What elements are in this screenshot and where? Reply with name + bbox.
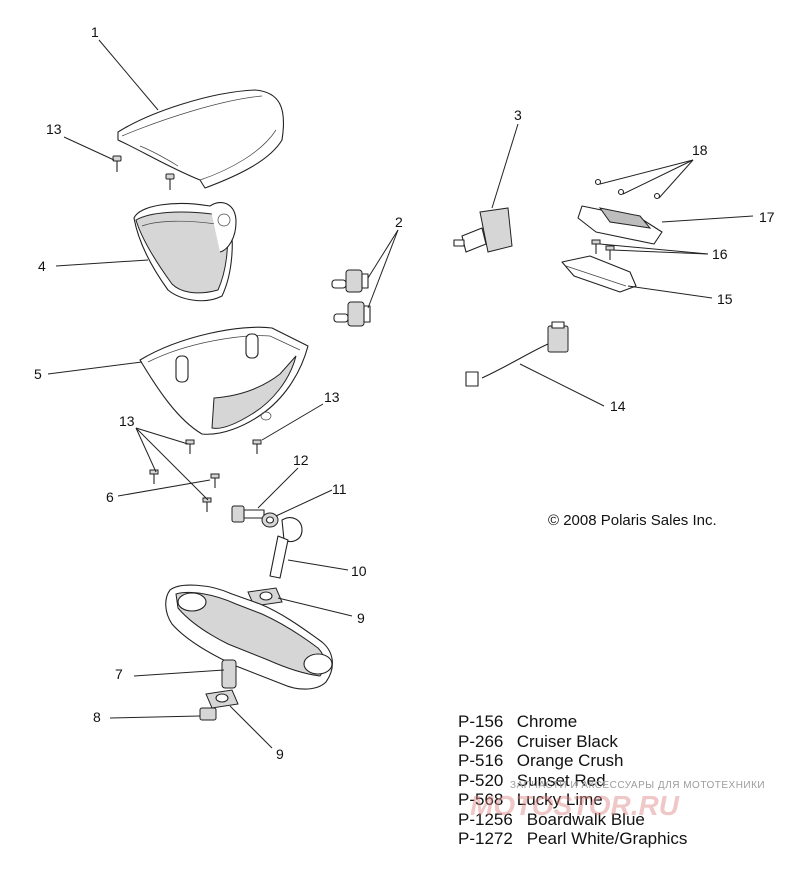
part-13-screw-shroud-left: [185, 439, 195, 454]
callout-13-top: 13: [46, 121, 62, 137]
callout-12: 12: [293, 452, 309, 468]
part-13-screw-top-left: [112, 155, 122, 172]
callout-2: 2: [395, 214, 403, 230]
color-name: Lucky Lime: [516, 790, 603, 809]
callout-13-left: 13: [119, 413, 135, 429]
part-9-grommet-lower: [205, 689, 239, 709]
color-item: P-516 Orange Crush: [458, 751, 687, 771]
part-3-socket: [453, 207, 513, 253]
callout-15: 15: [717, 291, 733, 307]
callout-6: 6: [106, 489, 114, 505]
color-code: P-156: [458, 712, 504, 731]
triple-clamp: [165, 584, 333, 690]
part-7-sleeve: [221, 659, 237, 689]
part-6-screw-upper: [210, 473, 220, 488]
part-12-bolt: [231, 505, 265, 523]
callout-8: 8: [93, 709, 101, 725]
color-code: P-1272: [458, 829, 513, 848]
part-2-bulb-lower: [333, 301, 371, 327]
part-15-lower-bracket: [561, 255, 637, 293]
color-code: P-520: [458, 770, 504, 790]
part-11-bushing: [261, 512, 279, 528]
part-1-visor: [117, 89, 285, 189]
color-code: P-568: [458, 790, 504, 809]
part-4-headlight-housing: [133, 202, 237, 302]
color-name: Boardwalk Blue: [526, 809, 645, 829]
color-name: Pearl White/Graphics: [526, 829, 688, 848]
callout-16: 16: [712, 246, 728, 262]
color-name: Cruiser Black: [516, 731, 618, 751]
callout-4: 4: [38, 258, 46, 274]
part-9-grommet-upper: [247, 587, 283, 607]
part-14-harness: [465, 321, 569, 387]
callout-9-upper: 9: [357, 610, 365, 626]
part-6-screw-lower: [202, 497, 212, 512]
callout-5: 5: [34, 366, 42, 382]
callout-3: 3: [514, 107, 522, 123]
callout-14: 14: [610, 398, 626, 414]
part-8-nut: [199, 707, 217, 721]
color-name: Chrome: [516, 712, 578, 731]
callout-10: 10: [351, 563, 367, 579]
callout-1: 1: [91, 24, 99, 40]
part-18-screws: [594, 178, 661, 200]
color-item: P-266 Cruiser Black: [458, 732, 687, 752]
color-code: P-266: [458, 731, 504, 751]
color-item: P-1272 Pearl White/Graphics: [458, 829, 687, 849]
callout-11: 11: [332, 481, 347, 497]
color-item: P-520 Sunset Red: [458, 771, 687, 791]
paint-color-list: P-156 Chrome P-266 Cruiser Black P-516 O…: [458, 712, 687, 849]
color-code: P-1256: [458, 809, 513, 829]
color-item: P-568 Lucky Lime: [458, 790, 687, 810]
leader-lines: [47, 39, 754, 749]
color-code: P-516: [458, 751, 504, 770]
color-item: P-1256 Boardwalk Blue: [458, 810, 687, 830]
callout-labels: 1 13 4 2 3 18 17 16 15 5 14 13 13 6 12 1…: [34, 24, 775, 762]
callout-18: 18: [692, 142, 708, 158]
color-item: P-156 Chrome: [458, 712, 687, 732]
callout-7: 7: [115, 666, 123, 682]
part-2-bulb-upper: [331, 269, 369, 293]
color-name: Orange Crush: [516, 751, 624, 770]
part-13-screw-left-low: [149, 469, 159, 484]
part-10-mount-post: [269, 517, 303, 579]
callout-17: 17: [759, 209, 775, 225]
part-13-screw-shroud-right: [252, 439, 262, 454]
callout-9-lower: 9: [276, 746, 284, 762]
callout-13-right: 13: [324, 389, 340, 405]
part-5-lower-shroud: [139, 326, 309, 435]
copyright-notice: © 2008 Polaris Sales Inc.: [548, 512, 717, 529]
part-13-screw-top-right: [165, 173, 175, 190]
color-name: Sunset Red: [516, 770, 606, 790]
part-16-screws: [591, 239, 615, 260]
part-17-module: [577, 205, 663, 245]
